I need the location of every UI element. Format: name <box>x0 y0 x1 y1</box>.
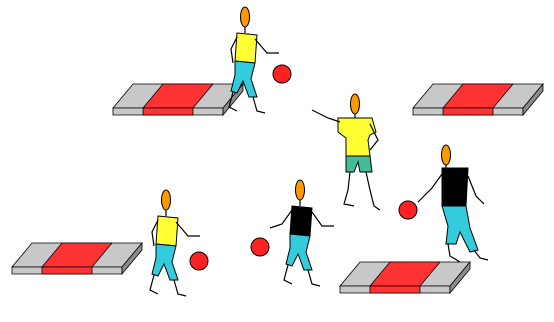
player-yellow-bottom <box>150 190 200 296</box>
ball-icon <box>190 252 208 270</box>
mat-bottom-right <box>340 262 470 293</box>
ball-icon <box>399 201 417 219</box>
player-black-center <box>270 180 334 286</box>
player-black-right <box>418 145 488 262</box>
ball-icon <box>251 238 269 256</box>
mat-top-right <box>413 84 543 115</box>
mat-top-left <box>113 84 243 115</box>
ball-icon <box>273 65 291 83</box>
mat-bottom-left <box>12 243 142 274</box>
coach-figure <box>312 94 380 210</box>
